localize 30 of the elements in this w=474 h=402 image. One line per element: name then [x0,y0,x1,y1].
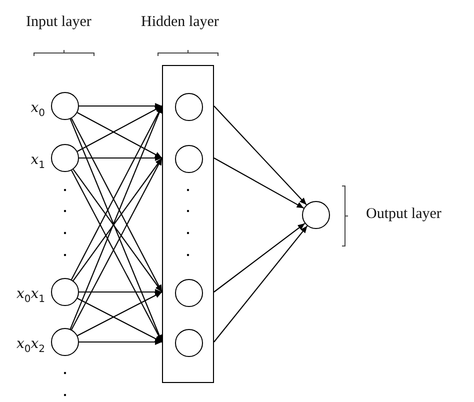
neuron-circle [175,279,203,307]
arrow [77,298,162,342]
layer-label: Hidden layer [141,14,219,31]
layer-box [162,65,214,383]
arrow [214,106,307,206]
variable-label: x$_{0}$ [30,100,45,119]
neuron-circle [51,328,79,356]
neuron-circle [175,329,203,357]
arrow [72,169,162,292]
arrow [79,289,162,295]
neuron-circle [51,92,79,120]
arrow [214,158,304,209]
arrow [214,226,308,342]
layer-label: Input layer [26,14,92,31]
layer-label: Output layer [366,206,442,223]
arrow [79,155,162,161]
neuron-circle [175,93,203,121]
arrow [77,292,162,336]
neuron-circle [302,201,330,229]
arrow [77,112,162,158]
arrow [77,106,162,152]
neuron-circle [51,144,79,172]
arrow [79,103,162,109]
neuron-circle [175,145,203,173]
variable-label: x$_{0}$x$_{1}$ [16,286,45,305]
neuron-circle [51,278,79,306]
variable-label: x$_{1}$ [30,152,45,171]
arrow [79,339,162,345]
arrow [72,158,162,281]
variable-label: x$_{0}$x$_{2}$ [16,336,45,355]
